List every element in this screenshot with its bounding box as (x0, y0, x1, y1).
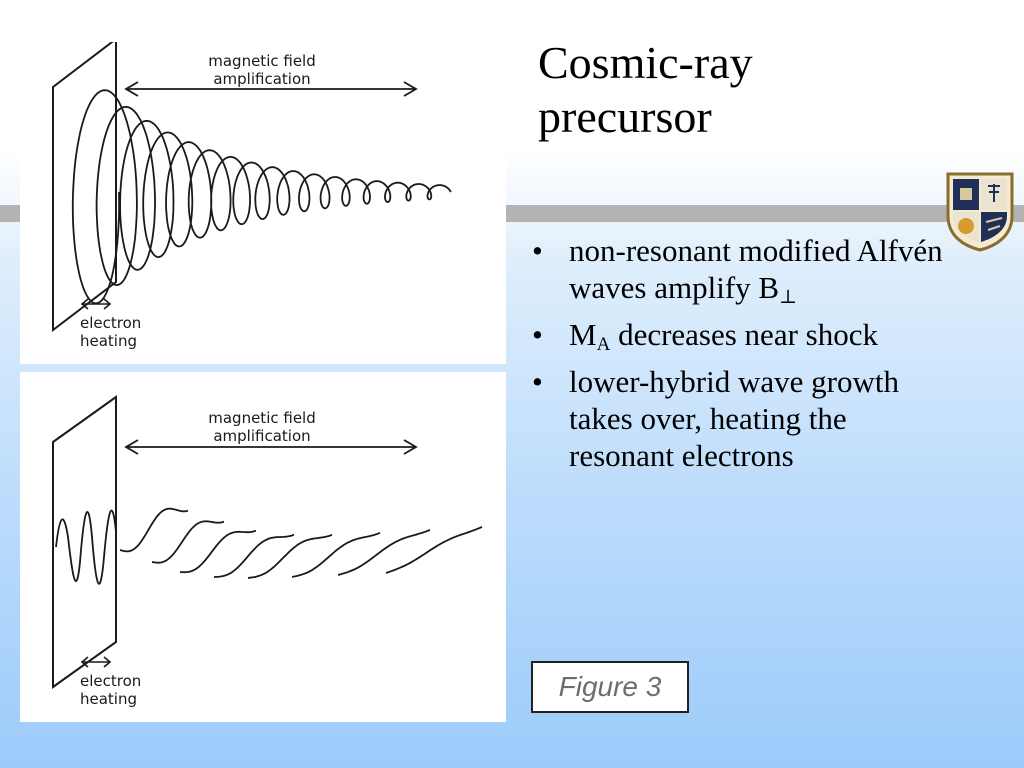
amplification-arrow (124, 81, 418, 97)
wave-segment (337, 529, 431, 576)
wave-segment (151, 520, 225, 564)
amplification-label-line2: amplification (213, 427, 310, 445)
diagram-bottom-panel: magnetic field amplification electron he… (20, 372, 506, 722)
wave-segment (247, 533, 333, 579)
amplification-arrow (124, 439, 418, 455)
amplification-label-line2: amplification (213, 70, 310, 88)
bullet-item: non-resonant modified Alfvén waves ampli… (532, 232, 952, 308)
bullet-subscript: A (596, 334, 611, 355)
slide-title: Cosmic-ray precursor (538, 37, 753, 142)
wave-segment (119, 507, 189, 553)
diagram-bottom-svg: magnetic field amplification electron he… (52, 395, 483, 708)
diagram-top-panel: magnetic field amplification electron he… (20, 42, 506, 364)
shock-plane (52, 42, 117, 333)
bullet-text: non-resonant modified Alfvén waves ampli… (569, 233, 943, 305)
bullet-text: lower-hybrid wave growth takes over, hea… (569, 364, 899, 473)
wave-segment (179, 529, 257, 574)
shock-plane (52, 395, 117, 689)
amplification-label-line1: magnetic field (208, 409, 316, 427)
heating-arrow (80, 298, 112, 310)
amplification-label-line1: magnetic field (208, 52, 316, 70)
bullet-prefix: M (569, 317, 597, 352)
bullet-item: lower-hybrid wave growth takes over, hea… (532, 363, 952, 474)
bullet-item: MA decreases near shock (532, 316, 952, 355)
heating-label-line1: electron (80, 672, 141, 690)
heating-label-line1: electron (80, 314, 141, 332)
wave-segment (385, 526, 483, 574)
wave-near-shock (55, 509, 117, 585)
bullet-text: decreases near shock (610, 317, 878, 352)
university-crest-icon (944, 170, 1016, 252)
magnetic-field-helix (71, 89, 452, 305)
wave-segment (291, 531, 381, 578)
bullet-list: non-resonant modified Alfvén waves ampli… (532, 232, 952, 484)
wave-segment (213, 533, 295, 578)
lower-hybrid-waves (119, 507, 483, 579)
figure-caption: Figure 3 (531, 661, 689, 713)
diagram-top-svg: magnetic field amplification electron he… (52, 42, 452, 350)
heating-arrow (80, 656, 112, 668)
heating-label-line2: heating (80, 690, 137, 708)
bullet-subscript: ⊥ (779, 287, 797, 308)
heating-label-line2: heating (80, 332, 137, 350)
